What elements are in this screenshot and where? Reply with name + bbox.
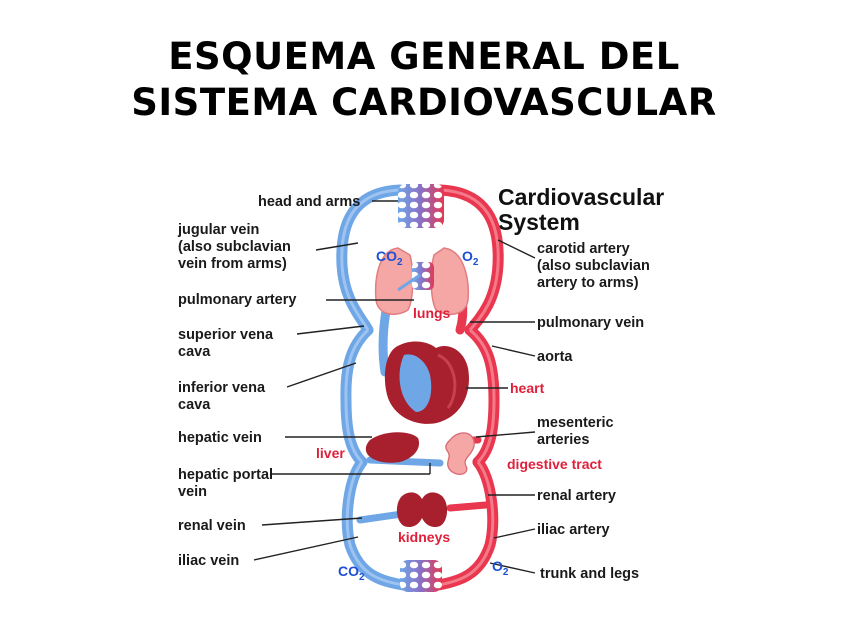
liver-organ bbox=[365, 432, 420, 463]
label-carotid-1: carotid artery bbox=[537, 241, 630, 257]
title-line-1: ESQUEMA GENERAL DEL bbox=[168, 35, 680, 78]
label-mesenteric-2: arteries bbox=[537, 432, 589, 448]
label-kidneys: kidneys bbox=[398, 529, 450, 545]
label-renal-vein: renal vein bbox=[178, 518, 246, 534]
label-digestive-tract: digestive tract bbox=[507, 456, 602, 472]
label-pulmonary-vein: pulmonary vein bbox=[537, 315, 644, 331]
label-mesenteric-1: mesenteric bbox=[537, 415, 614, 431]
label-carotid-2: (also subclavian bbox=[537, 258, 650, 274]
label-hepatic-vein: hepatic vein bbox=[178, 430, 262, 446]
organ-labels: lungs heart liver digestive tract kidney… bbox=[316, 305, 602, 545]
diagram-title-line-2: System bbox=[498, 209, 580, 235]
right-labels: carotid artery (also subclavian artery t… bbox=[537, 241, 650, 582]
label-heart: heart bbox=[510, 380, 545, 396]
label-iliac-artery: iliac artery bbox=[537, 522, 610, 538]
diagram-title-line-1: Cardiovascular bbox=[498, 184, 664, 210]
label-portal-2: vein bbox=[178, 484, 207, 500]
left-labels: head and arms jugular vein (also subclav… bbox=[177, 194, 360, 569]
capillary-bed-trunk bbox=[400, 560, 442, 592]
digestive-organ bbox=[445, 432, 475, 476]
label-aorta: aorta bbox=[537, 349, 573, 365]
label-trunk-legs: trunk and legs bbox=[540, 566, 639, 582]
leader-lines-right bbox=[466, 239, 536, 574]
label-jugular-1: jugular vein bbox=[177, 222, 259, 238]
label-ivc-2: cava bbox=[178, 397, 211, 413]
label-co2-top: CO2 bbox=[376, 248, 403, 268]
lungs-organ bbox=[374, 247, 470, 316]
label-head-arms: head and arms bbox=[258, 194, 360, 210]
label-o2-top: O2 bbox=[462, 248, 479, 268]
page-title: ESQUEMA GENERAL DEL SISTEMA CARDIOVASCUL… bbox=[0, 34, 848, 126]
label-co2-bottom: CO2 bbox=[338, 563, 365, 583]
label-carotid-3: artery to arms) bbox=[537, 275, 639, 291]
heart-organ bbox=[384, 341, 469, 424]
label-jugular-2: (also subclavian bbox=[178, 239, 291, 255]
capillary-bed-head bbox=[398, 184, 444, 228]
title-line-2: SISTEMA CARDIOVASCULAR bbox=[131, 81, 717, 124]
label-liver: liver bbox=[316, 445, 345, 461]
label-jugular-3: vein from arms) bbox=[178, 256, 287, 272]
label-svc-1: superior vena bbox=[178, 327, 274, 343]
kidneys-organ bbox=[396, 492, 448, 528]
label-ivc-1: inferior vena bbox=[178, 380, 266, 396]
label-lungs: lungs bbox=[413, 305, 451, 321]
label-iliac-vein: iliac vein bbox=[178, 553, 239, 569]
label-svc-2: cava bbox=[178, 344, 211, 360]
label-renal-artery: renal artery bbox=[537, 488, 616, 504]
leader-lines-left bbox=[253, 200, 431, 561]
label-portal-1: hepatic portal bbox=[178, 467, 273, 483]
label-pulmonary-artery: pulmonary artery bbox=[178, 292, 296, 308]
label-o2-bottom: O2 bbox=[492, 558, 509, 578]
gas-labels: CO2 O2 CO2 O2 bbox=[338, 248, 509, 583]
